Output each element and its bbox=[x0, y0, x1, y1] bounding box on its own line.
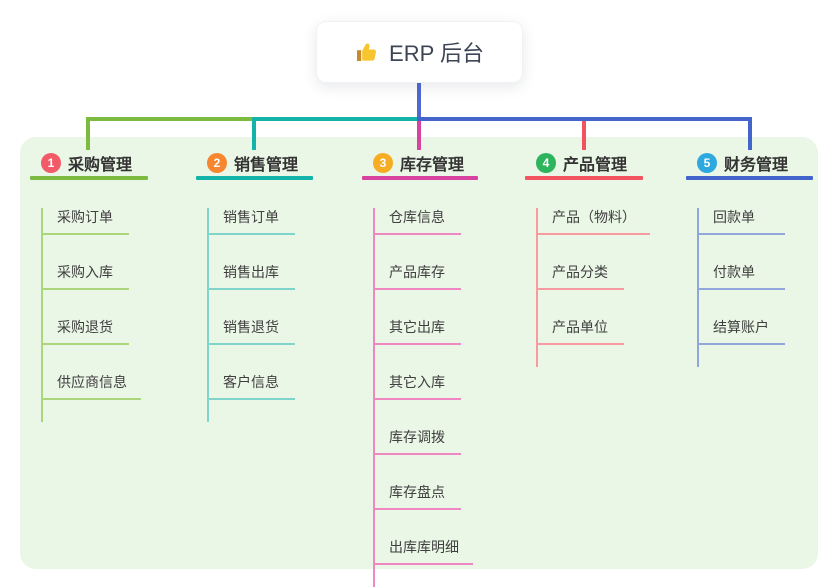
branch-underline bbox=[196, 176, 313, 180]
mindmap-node[interactable]: 产品单位 bbox=[536, 318, 624, 345]
branch-underline bbox=[686, 176, 813, 180]
mindmap-node[interactable]: 产品分类 bbox=[536, 263, 624, 290]
branch-number-badge: 5 bbox=[697, 152, 717, 173]
thumbs-up-icon bbox=[357, 43, 376, 61]
branch-trunk-line bbox=[207, 208, 209, 422]
mindmap-node[interactable]: 销售出库 bbox=[207, 263, 295, 290]
mindmap-node[interactable]: 其它出库 bbox=[373, 318, 461, 345]
branch-label: 库存管理 bbox=[400, 156, 465, 174]
branch-product: 4 产品管理 产品（物料） 产品分类 产品单位 bbox=[525, 149, 650, 367]
branch-trunk-line bbox=[373, 208, 375, 587]
branch-underline bbox=[362, 176, 478, 180]
branch-number-badge: 3 bbox=[373, 152, 393, 173]
connector-drop-sales bbox=[252, 117, 256, 150]
branch-inventory-title[interactable]: 3 库存管理 bbox=[362, 149, 478, 176]
connector-drop-product bbox=[582, 120, 586, 150]
branch-sales-title[interactable]: 2 销售管理 bbox=[196, 149, 313, 176]
branch-trunk-line bbox=[697, 208, 699, 367]
branch-label: 销售管理 bbox=[234, 156, 299, 174]
connector-drop-purchase bbox=[86, 117, 90, 150]
mindmap-node[interactable]: 客户信息 bbox=[207, 373, 295, 400]
mindmap-node[interactable]: 产品（物料） bbox=[536, 208, 650, 235]
mindmap-node[interactable]: 采购订单 bbox=[41, 208, 129, 235]
branches-panel: 1 采购管理 采购订单 采购入库 采购退货 供应商信息 2 销售管理 销售订单 bbox=[20, 137, 818, 587]
branch-purchase: 1 采购管理 采购订单 采购入库 采购退货 供应商信息 bbox=[30, 149, 148, 422]
branch-number-badge: 2 bbox=[207, 152, 227, 173]
mindmap-node[interactable]: 库存调拨 bbox=[373, 428, 461, 455]
branch-label: 产品管理 bbox=[563, 156, 628, 174]
branch-underline bbox=[30, 176, 148, 180]
branch-label: 财务管理 bbox=[724, 156, 789, 174]
mindmap-node[interactable]: 产品库存 bbox=[373, 263, 461, 290]
mindmap-node[interactable]: 仓库信息 bbox=[373, 208, 461, 235]
branch-inventory: 3 库存管理 仓库信息 产品库存 其它出库 其它入库 库存调拨 库存盘点 出库库… bbox=[362, 149, 478, 587]
mindmap-node[interactable]: 采购入库 bbox=[41, 263, 129, 290]
root-label: ERP 后台 bbox=[389, 41, 484, 66]
branch-product-title[interactable]: 4 产品管理 bbox=[525, 149, 643, 176]
mindmap-node[interactable]: 采购退货 bbox=[41, 318, 129, 345]
branch-number-badge: 4 bbox=[536, 152, 556, 173]
branch-underline bbox=[525, 176, 643, 180]
branch-sales: 2 销售管理 销售订单 销售出库 销售退货 客户信息 bbox=[196, 149, 313, 422]
connector-drop-finance bbox=[748, 117, 752, 150]
branch-finance: 5 财务管理 回款单 付款单 结算账户 bbox=[686, 149, 813, 367]
connector-horizontal-blue bbox=[417, 117, 752, 121]
branch-trunk-line bbox=[41, 208, 43, 422]
mindmap-node[interactable]: 结算账户 bbox=[697, 318, 785, 345]
branch-purchase-title[interactable]: 1 采购管理 bbox=[30, 149, 148, 176]
connector-drop-inventory bbox=[417, 120, 421, 150]
connector-horizontal-teal bbox=[252, 117, 419, 121]
branch-number-badge: 1 bbox=[41, 152, 61, 173]
mindmap-node[interactable]: 销售订单 bbox=[207, 208, 295, 235]
branch-finance-title[interactable]: 5 财务管理 bbox=[686, 149, 813, 176]
mindmap-node[interactable]: 库存盘点 bbox=[373, 483, 461, 510]
mindmap-node[interactable]: 回款单 bbox=[697, 208, 785, 235]
connector-root-drop bbox=[417, 83, 421, 118]
mindmap-node[interactable]: 供应商信息 bbox=[41, 373, 141, 400]
branch-trunk-line bbox=[536, 208, 538, 367]
branch-label: 采购管理 bbox=[68, 156, 133, 174]
mindmap-node[interactable]: 付款单 bbox=[697, 263, 785, 290]
connector-horizontal-green bbox=[86, 117, 254, 121]
root-node-erp[interactable]: ERP 后台 bbox=[316, 21, 523, 83]
mindmap-node[interactable]: 出库库明细 bbox=[373, 538, 473, 565]
mindmap-node[interactable]: 销售退货 bbox=[207, 318, 295, 345]
mindmap-node[interactable]: 其它入库 bbox=[373, 373, 461, 400]
